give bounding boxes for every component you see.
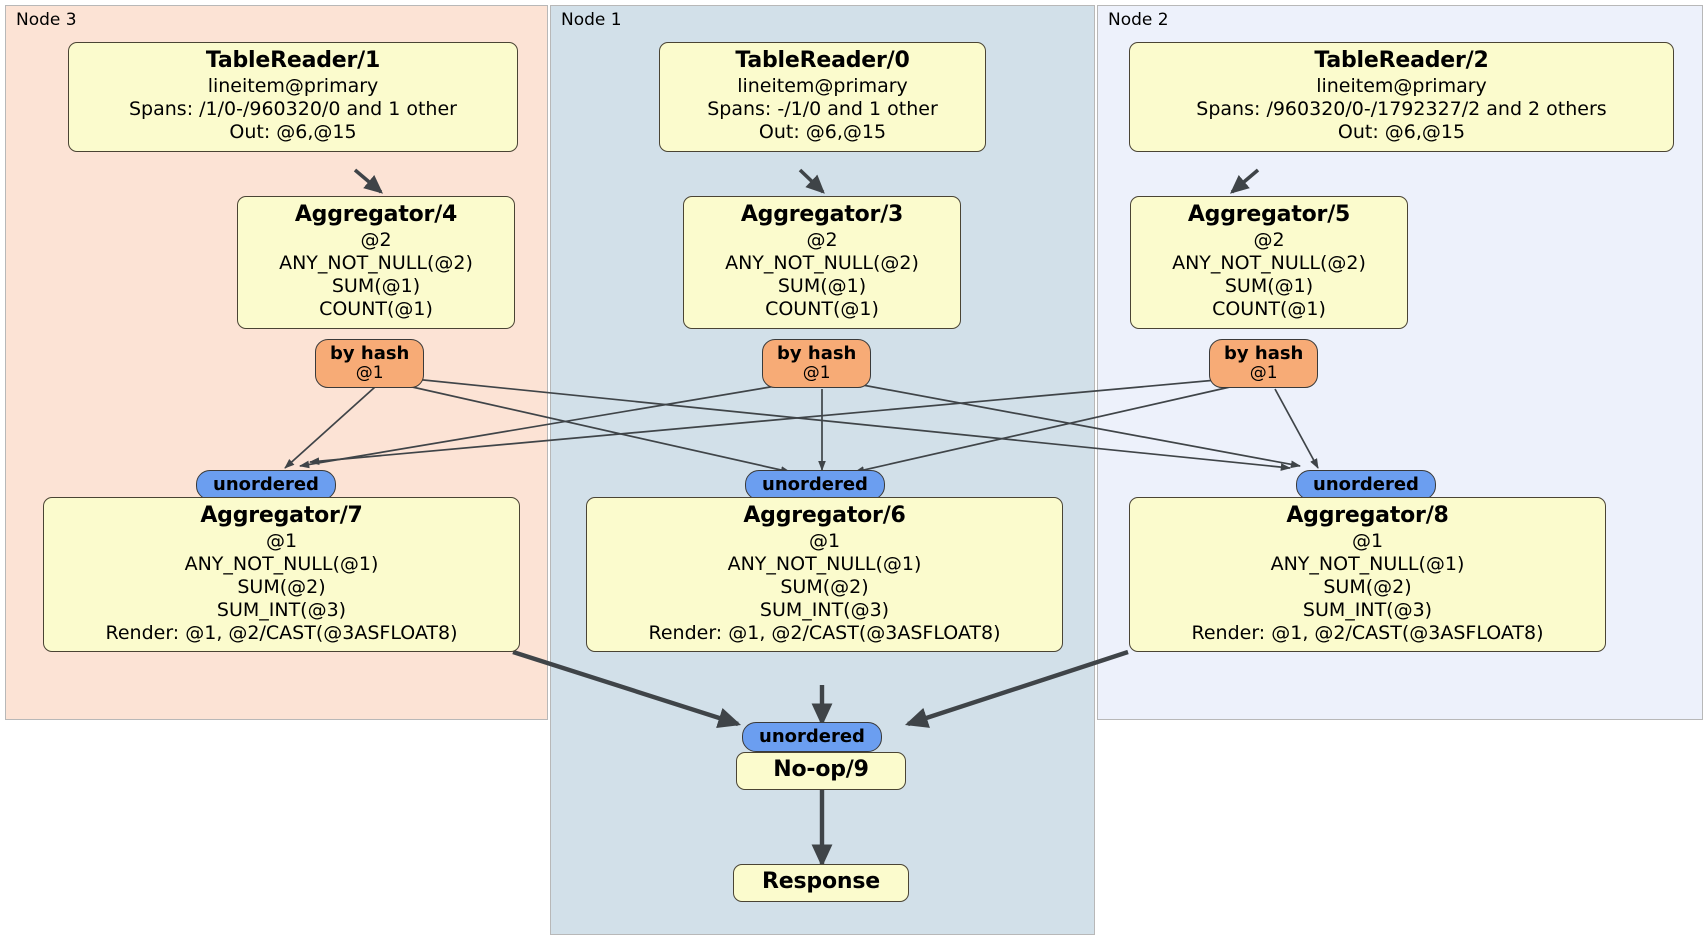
processor-aggregator-7[interactable]: Aggregator/7 @1 ANY_NOT_NULL(@1) SUM(@2)…	[43, 497, 520, 653]
processor-aggregator-4[interactable]: Aggregator/4 @2 ANY_NOT_NULL(@2) SUM(@1)…	[237, 196, 515, 329]
processor-detail-out: Out: @6,@15	[758, 120, 887, 143]
processor-aggregator-6[interactable]: Aggregator/6 @1 ANY_NOT_NULL(@1) SUM(@2)…	[586, 497, 1063, 653]
processor-title: Aggregator/8	[1286, 503, 1449, 528]
processor-title: Aggregator/4	[294, 202, 458, 227]
router-type-label: unordered	[762, 474, 868, 495]
processor-title: Aggregator/5	[1187, 202, 1351, 227]
router-type-label: unordered	[213, 474, 319, 495]
router-key-label: @1	[802, 363, 831, 384]
processor-detail-spans: Spans: /1/0-/960320/0 and 1 other	[129, 98, 457, 121]
router-unordered-right[interactable]: unordered	[1296, 470, 1436, 501]
processor-detail-out: Out: @6,@15	[229, 120, 357, 143]
router-type-label: unordered	[759, 726, 865, 747]
processor-detail-spans: Spans: /960320/0-/1792327/2 and 2 others	[1196, 98, 1607, 121]
processor-detail-groupby: @1	[808, 530, 841, 553]
processor-detail-agg-3: SUM_INT(@3)	[759, 598, 890, 621]
processor-detail-agg-2: SUM(@1)	[331, 274, 421, 297]
processor-title: No-op/9	[773, 757, 869, 782]
processor-detail-render: Render: @1, @2/CAST(@3ASFLOAT8)	[1191, 621, 1544, 644]
processor-tablereader-0[interactable]: TableReader/0 lineitem@primary Spans: -/…	[659, 42, 986, 152]
cluster-label-node-3: Node 3	[16, 10, 77, 30]
router-unordered-left[interactable]: unordered	[196, 470, 336, 501]
processor-detail-agg-1: ANY_NOT_NULL(@1)	[184, 553, 379, 576]
processor-detail-table: lineitem@primary	[207, 75, 379, 98]
cluster-label-node-1: Node 1	[561, 10, 622, 30]
processor-detail-groupby: @1	[265, 530, 298, 553]
processor-aggregator-3[interactable]: Aggregator/3 @2 ANY_NOT_NULL(@2) SUM(@1)…	[683, 196, 961, 329]
processor-detail-agg-2: SUM(@1)	[1224, 274, 1314, 297]
processor-detail-agg-3: SUM_INT(@3)	[216, 598, 347, 621]
processor-detail-out: Out: @6,@15	[1337, 120, 1466, 143]
router-type-label: unordered	[1313, 474, 1419, 495]
processor-detail-agg-1: ANY_NOT_NULL(@2)	[725, 252, 919, 275]
processor-detail-agg-2: SUM(@2)	[1323, 575, 1412, 598]
processor-detail-agg-1: ANY_NOT_NULL(@2)	[1172, 252, 1366, 275]
processor-tablereader-2[interactable]: TableReader/2 lineitem@primary Spans: /9…	[1129, 42, 1674, 152]
processor-detail-agg-3: COUNT(@1)	[1212, 297, 1326, 320]
processor-response[interactable]: Response	[733, 864, 909, 903]
processor-detail-render: Render: @1, @2/CAST(@3ASFLOAT8)	[648, 621, 1001, 644]
processor-detail-agg-3: COUNT(@1)	[765, 297, 879, 320]
processor-aggregator-8[interactable]: Aggregator/8 @1 ANY_NOT_NULL(@1) SUM(@2)…	[1129, 497, 1606, 653]
processor-detail-agg-2: SUM(@2)	[780, 575, 869, 598]
processor-noop-9[interactable]: No-op/9	[736, 752, 906, 791]
processor-tablereader-1[interactable]: TableReader/1 lineitem@primary Spans: /1…	[68, 42, 518, 152]
processor-detail-groupby: @1	[1351, 530, 1384, 553]
processor-detail-render: Render: @1, @2/CAST(@3ASFLOAT8)	[105, 621, 458, 644]
processor-detail-agg-2: SUM(@2)	[237, 575, 326, 598]
router-key-label: @1	[1249, 363, 1278, 384]
processor-detail-agg-1: ANY_NOT_NULL(@1)	[727, 553, 922, 576]
router-type-label: by hash	[1224, 343, 1304, 364]
processor-detail-groupby: @2	[806, 229, 838, 252]
processor-detail-agg-1: ANY_NOT_NULL(@2)	[279, 252, 473, 275]
cluster-label-node-2: Node 2	[1108, 10, 1169, 30]
processor-title: TableReader/0	[735, 48, 910, 73]
processor-detail-table: lineitem@primary	[1316, 75, 1487, 98]
processor-detail-groupby: @2	[360, 229, 392, 252]
router-key-label: @1	[355, 363, 384, 384]
router-unordered-middle[interactable]: unordered	[745, 470, 885, 501]
processor-detail-agg-3: COUNT(@1)	[319, 297, 433, 320]
processor-detail-agg-2: SUM(@1)	[777, 274, 867, 297]
router-type-label: by hash	[777, 343, 857, 364]
processor-title: Aggregator/6	[743, 503, 906, 528]
router-unordered-final[interactable]: unordered	[742, 722, 882, 753]
processor-title: Response	[762, 869, 880, 894]
processor-detail-groupby: @2	[1253, 229, 1285, 252]
router-by-hash-left[interactable]: by hash @1	[315, 339, 425, 389]
processor-title: TableReader/1	[205, 48, 381, 73]
processor-title: Aggregator/7	[200, 503, 363, 528]
processor-detail-agg-3: SUM_INT(@3)	[1302, 598, 1433, 621]
processor-aggregator-5[interactable]: Aggregator/5 @2 ANY_NOT_NULL(@2) SUM(@1)…	[1130, 196, 1408, 329]
processor-detail-spans: Spans: -/1/0 and 1 other	[707, 98, 938, 121]
processor-detail-agg-1: ANY_NOT_NULL(@1)	[1270, 553, 1465, 576]
processor-title: Aggregator/3	[740, 202, 904, 227]
processor-title: TableReader/2	[1314, 48, 1489, 73]
router-by-hash-right[interactable]: by hash @1	[1209, 339, 1319, 389]
router-type-label: by hash	[330, 343, 410, 364]
router-by-hash-middle[interactable]: by hash @1	[762, 339, 872, 389]
processor-detail-table: lineitem@primary	[737, 75, 908, 98]
